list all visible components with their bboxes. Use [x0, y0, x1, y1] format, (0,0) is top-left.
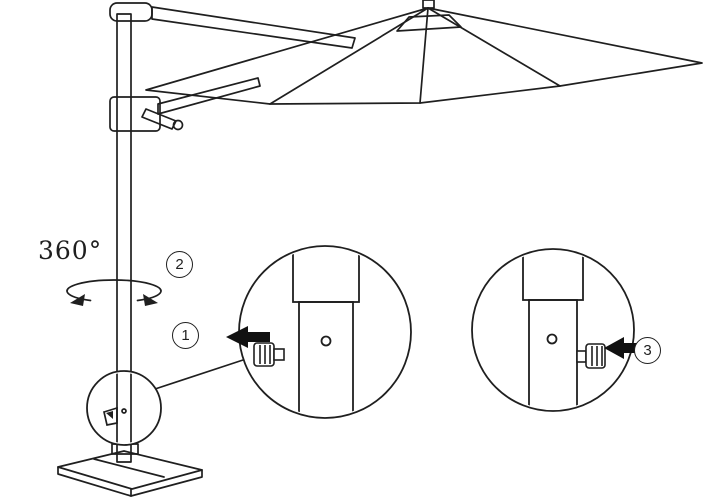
support-strut — [157, 77, 261, 115]
base-stand — [57, 443, 203, 497]
knob-icon — [253, 342, 285, 367]
knob-icon — [576, 343, 606, 369]
vent-cap — [396, 14, 462, 32]
callout-step-2: 2 — [166, 251, 193, 278]
arrow-left-icon — [604, 337, 643, 359]
bolt-hole — [320, 335, 332, 347]
detail-circle-left — [226, 245, 412, 419]
pole-segment — [298, 301, 354, 416]
callout-step-1: 1 — [172, 322, 199, 349]
rotation-arrowheads — [70, 294, 158, 306]
callout-3-number: 3 — [643, 342, 652, 359]
umbrella-pole — [116, 13, 132, 463]
arrow-left-icon — [226, 326, 270, 348]
cantilever-arm-icon — [151, 6, 356, 49]
callout-step-3: 3 — [634, 337, 661, 364]
bolt-hole — [546, 333, 558, 345]
callout-1-number: 1 — [181, 327, 190, 344]
rotation-360-label: 360° — [38, 236, 103, 265]
umbrella-canopy — [145, 0, 703, 105]
callout-2-number: 2 — [175, 256, 184, 273]
pedal-detail-circle — [86, 370, 162, 446]
detail-circle-right — [471, 248, 643, 412]
leader-line — [151, 359, 244, 391]
crank-handle-icon — [109, 96, 184, 132]
rotation-arrow-icon — [66, 279, 162, 302]
foot-pedal-icon — [102, 406, 118, 426]
